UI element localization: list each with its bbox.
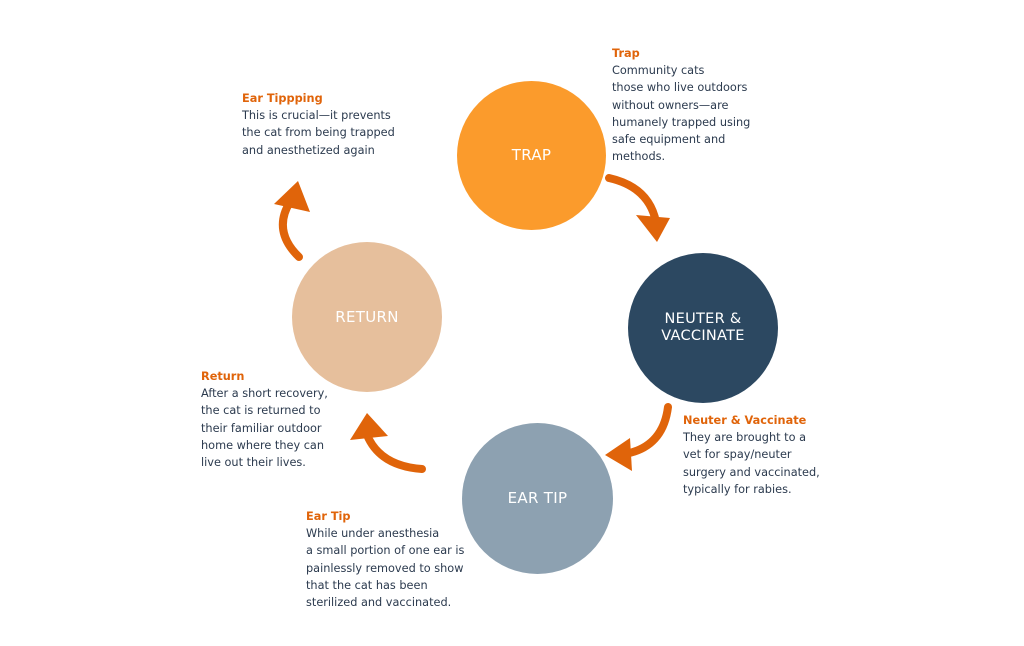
note-heading: Ear Tippping [242, 92, 323, 105]
arrow-head-ear-tip-to-return [350, 413, 388, 440]
note-line: safe equipment and [612, 133, 726, 147]
note-line: those who live outdoors [612, 81, 748, 95]
step-circle-ear-tip: EAR TIP [462, 423, 613, 574]
note-line: home where they can [201, 438, 325, 452]
note-line: the cat is returned to [201, 404, 321, 418]
step-circle-trap: TRAP [457, 81, 606, 230]
note-heading: Trap [612, 47, 640, 60]
arrow-ear-tip-to-return [363, 431, 426, 473]
note-heading: Neuter & Vaccinate [683, 414, 807, 427]
note-line: without owners—are [612, 98, 729, 112]
note-line: This is crucial—it prevents [242, 109, 391, 123]
note-line: a small portion of one ear is [306, 544, 465, 558]
note-line: and anesthetized again [242, 143, 375, 157]
note-line: Community cats [612, 64, 705, 78]
step-circle-return: RETURN [292, 242, 442, 392]
note-neuter-vaccinate: Neuter & Vaccinate They are brought to a… [683, 412, 820, 498]
note-line: the cat from being trapped [242, 126, 395, 140]
note-line: sterilized and vaccinated. [306, 596, 452, 610]
arrow-head-return-to-ear-tipping [274, 181, 310, 212]
note-trap: Trap Community cats those who live outdo… [612, 45, 750, 165]
step-circle-neuter-vaccinate: NEUTER & VACCINATE [628, 253, 778, 403]
note-line: humanely trapped using [612, 115, 751, 129]
note-line: typically for rabies. [683, 482, 792, 496]
arrow-return-to-ear-tipping [278, 198, 303, 261]
note-line: While under anesthesia [306, 527, 440, 541]
note-line: They are brought to a [683, 431, 806, 445]
note-ear-tipping: Ear Tippping This is crucial—it prevents… [242, 90, 395, 159]
arrow-trap-to-neuter [605, 174, 660, 226]
note-return: Return After a short recovery, the cat i… [201, 368, 328, 471]
note-heading: Return [201, 370, 245, 383]
arrow-head-trap-to-neuter [636, 215, 670, 242]
note-line: live out their lives. [201, 456, 306, 470]
note-line: their familiar outdoor [201, 421, 322, 435]
note-line: vet for spay/neuter [683, 448, 792, 462]
arrow-neuter-to-ear-tip [621, 403, 672, 458]
arrow-head-neuter-to-ear-tip [605, 438, 632, 471]
note-line: After a short recovery, [201, 387, 328, 401]
note-line: that the cat has been [306, 578, 428, 592]
note-heading: Ear Tip [306, 510, 351, 523]
note-line: painlessly removed to show [306, 561, 464, 575]
note-line: methods. [612, 150, 666, 164]
note-line: surgery and vaccinated, [683, 465, 820, 479]
note-ear-tip: Ear Tip While under anesthesia a small p… [306, 508, 464, 611]
